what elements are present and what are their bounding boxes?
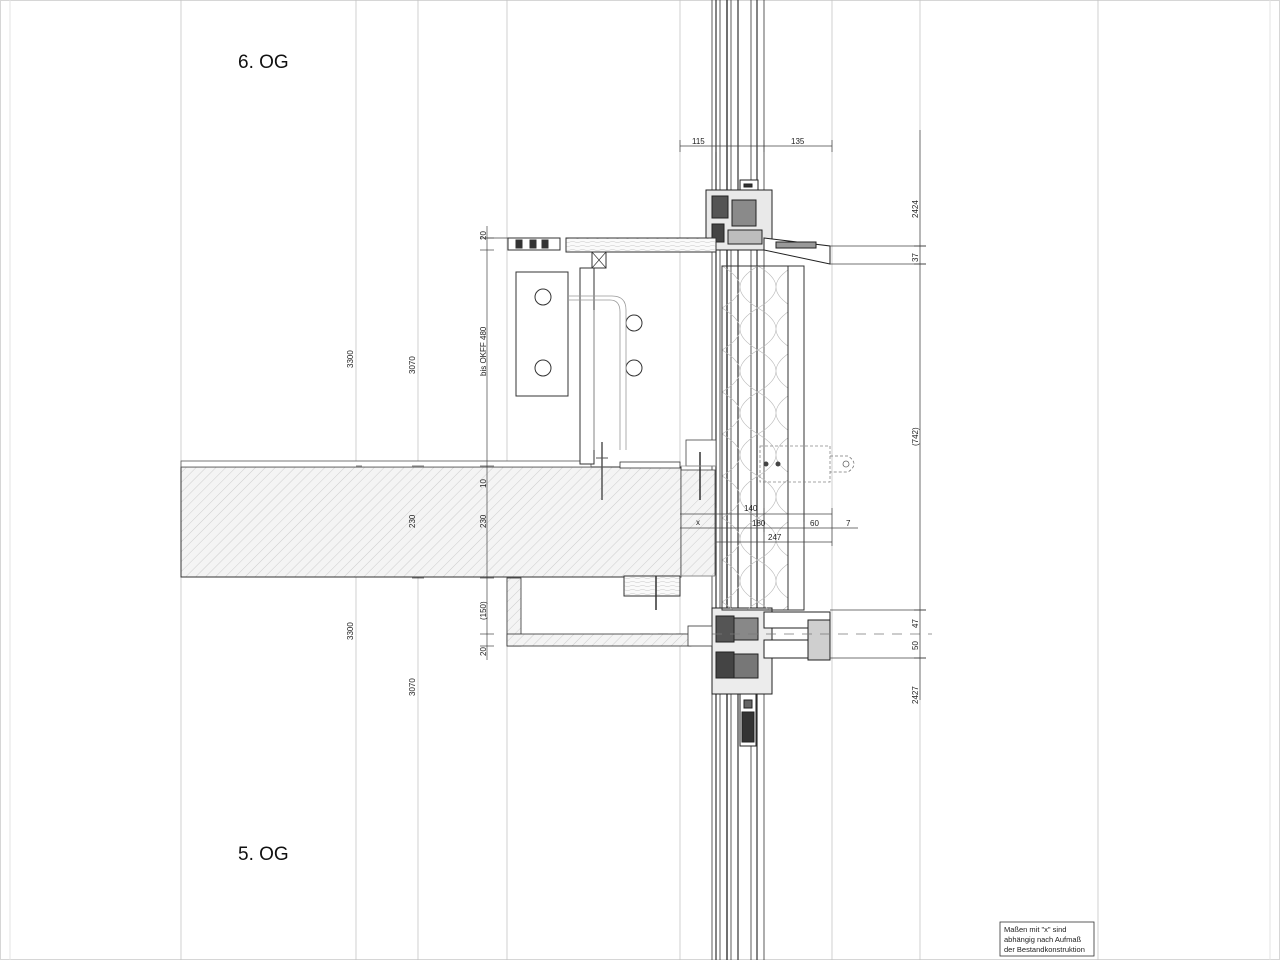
window-profile-upper [705, 179, 831, 265]
floor-label-lower: 5. OG [238, 844, 289, 865]
insulation-panel [721, 265, 855, 611]
stair-hint [680, 465, 716, 577]
dim-150: (150) [479, 601, 488, 620]
note-line-3: der Bestandkonstruktion [1004, 945, 1085, 954]
dimension-labels: 115 135 2424 37 20 bis OKFF 480 3300 307… [346, 137, 920, 704]
dim-3070-upper: 3070 [408, 356, 417, 374]
dim-247: 247 [768, 533, 782, 542]
note-box: Maßen mit "x" sind abhängig nach Aufmaß … [999, 921, 1095, 957]
dim-bis-okff: bis OKFF 480 [479, 326, 488, 376]
dim-47: 47 [911, 619, 920, 628]
dim-60: 60 [810, 519, 819, 528]
dim-2424: 2424 [911, 200, 920, 218]
dim-20-upper: 20 [479, 231, 488, 240]
dim-115: 115 [692, 137, 705, 146]
floor-label-upper: 6. OG [238, 52, 289, 73]
window-profile-lower [640, 607, 932, 747]
dim-230-right: 230 [479, 514, 488, 528]
dim-230-left: 230 [408, 514, 417, 528]
dim-140: 140 [744, 504, 758, 513]
note-line-1: Maßen mit "x" sind [1004, 925, 1066, 934]
dim-10: 10 [479, 479, 488, 488]
dim-50: 50 [911, 641, 920, 650]
dim-37: 37 [911, 253, 920, 262]
dim-3300-lower: 3300 [346, 622, 355, 640]
dim-x: x [696, 518, 700, 527]
dimension-lines [356, 130, 926, 700]
dim-2427: 2427 [911, 686, 920, 704]
ceiling-bulkhead [506, 575, 713, 647]
dim-3300-upper: 3300 [346, 350, 355, 368]
concrete-slab [180, 439, 717, 578]
dim-3070-lower: 3070 [408, 678, 417, 696]
dim-135: 135 [791, 137, 805, 146]
dim-20-lower: 20 [479, 647, 488, 656]
dim-180: 180 [752, 519, 766, 528]
dim-742: (742) [911, 427, 920, 446]
convector-unit [507, 237, 717, 469]
dim-7: 7 [846, 519, 851, 528]
note-line-2: abhängig nach Aufmaß [1004, 935, 1082, 944]
